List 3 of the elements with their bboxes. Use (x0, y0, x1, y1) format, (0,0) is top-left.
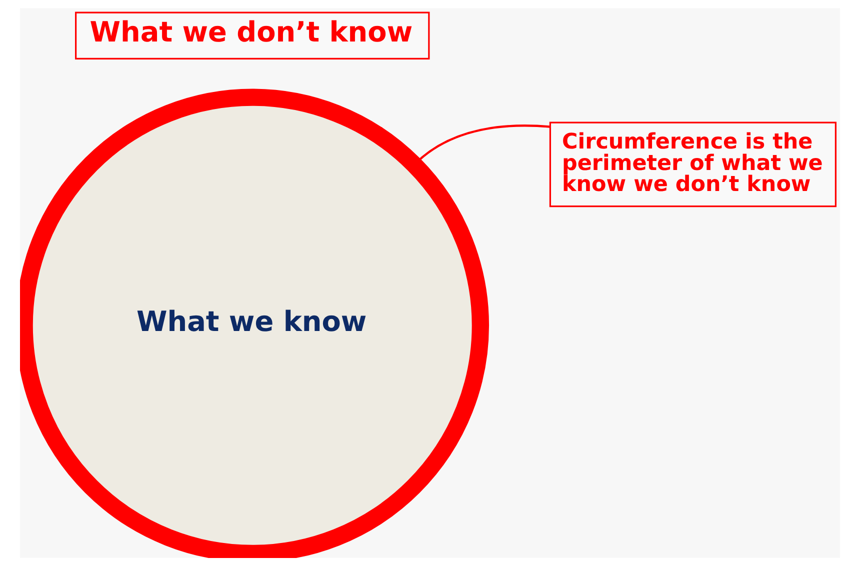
node-box: Circumference is the perimeter of what we know we don’t know (549, 122, 836, 208)
node-box: What we don’t know (75, 12, 430, 60)
node-circle: What we know (20, 88, 490, 558)
